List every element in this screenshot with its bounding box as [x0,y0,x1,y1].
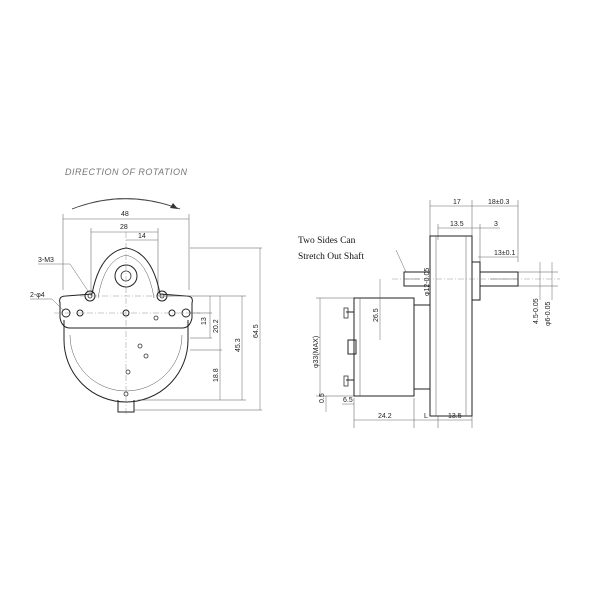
side-top-dimensions: 17 18±0.3 13.5 3 13±0.1 [429,199,519,262]
dim-48: 48 [121,211,129,218]
dim-17: 17 [453,199,461,206]
motor-can [343,297,431,397]
dim-13-5-top: 13.5 [450,221,464,228]
dim-28: 28 [120,224,128,231]
dim-13-5-bottom: 13.5 [448,413,462,420]
dim-d12: φ12-0.05 [424,268,431,296]
gearbox-body [54,232,200,415]
dim-d6: φ6-0.05 [545,302,552,326]
dim-26-5: 26.5 [373,308,380,322]
side-lower-dimensions: φ33(MAX) 26.5 φ12-0.05 0.5 6.5 24.2 L 13… [313,268,473,428]
front-height-dimensions: 13 20.2 18.8 45.3 64.5 [134,247,262,411]
shaft-note-line-2: Stretch Out Shaft [298,251,364,262]
front-width-dimensions: 48 28 14 [62,211,190,296]
callout-3-m3: 3-M3 [38,257,54,264]
shaft-note-line-1: Two Sides Can [298,236,356,246]
hole-callouts: 3-M3 2-φ4 [30,257,91,312]
rotation-arrow-icon [71,198,181,210]
dim-24-2: 24.2 [378,413,392,420]
callout-2-d4: 2-φ4 [30,292,45,299]
shaft-diameter-dimensions: 4.5-0.05 φ6-0.05 [518,262,558,326]
dim-20-2: 20.2 [213,319,220,333]
dim-18: 18±0.3 [488,199,509,206]
front-view: DIRECTION OF ROTATION 48 28 14 [30,167,262,415]
dim-14: 14 [138,233,146,240]
side-view: 17 18±0.3 13.5 3 13±0.1 Two Sides Can St… [298,199,560,428]
dim-13: 13 [201,317,208,325]
dim-18-8: 18.8 [213,368,220,382]
dim-13-shaft: 13±0.1 [494,250,515,257]
dim-4-5: 4.5-0.05 [533,298,540,324]
dim-l: L [424,413,428,420]
direction-of-rotation-label: DIRECTION OF ROTATION [65,167,188,177]
dim-45-3: 45.3 [235,338,242,352]
shaft-note: Two Sides Can Stretch Out Shaft [298,236,407,273]
gear-housing [429,235,481,417]
dim-3: 3 [494,221,498,228]
dim-d33: φ33(MAX) [313,336,320,368]
dim-0-5: 0.5 [319,393,326,403]
dim-6-5: 6.5 [343,397,353,404]
dim-64-5: 64.5 [253,324,260,338]
